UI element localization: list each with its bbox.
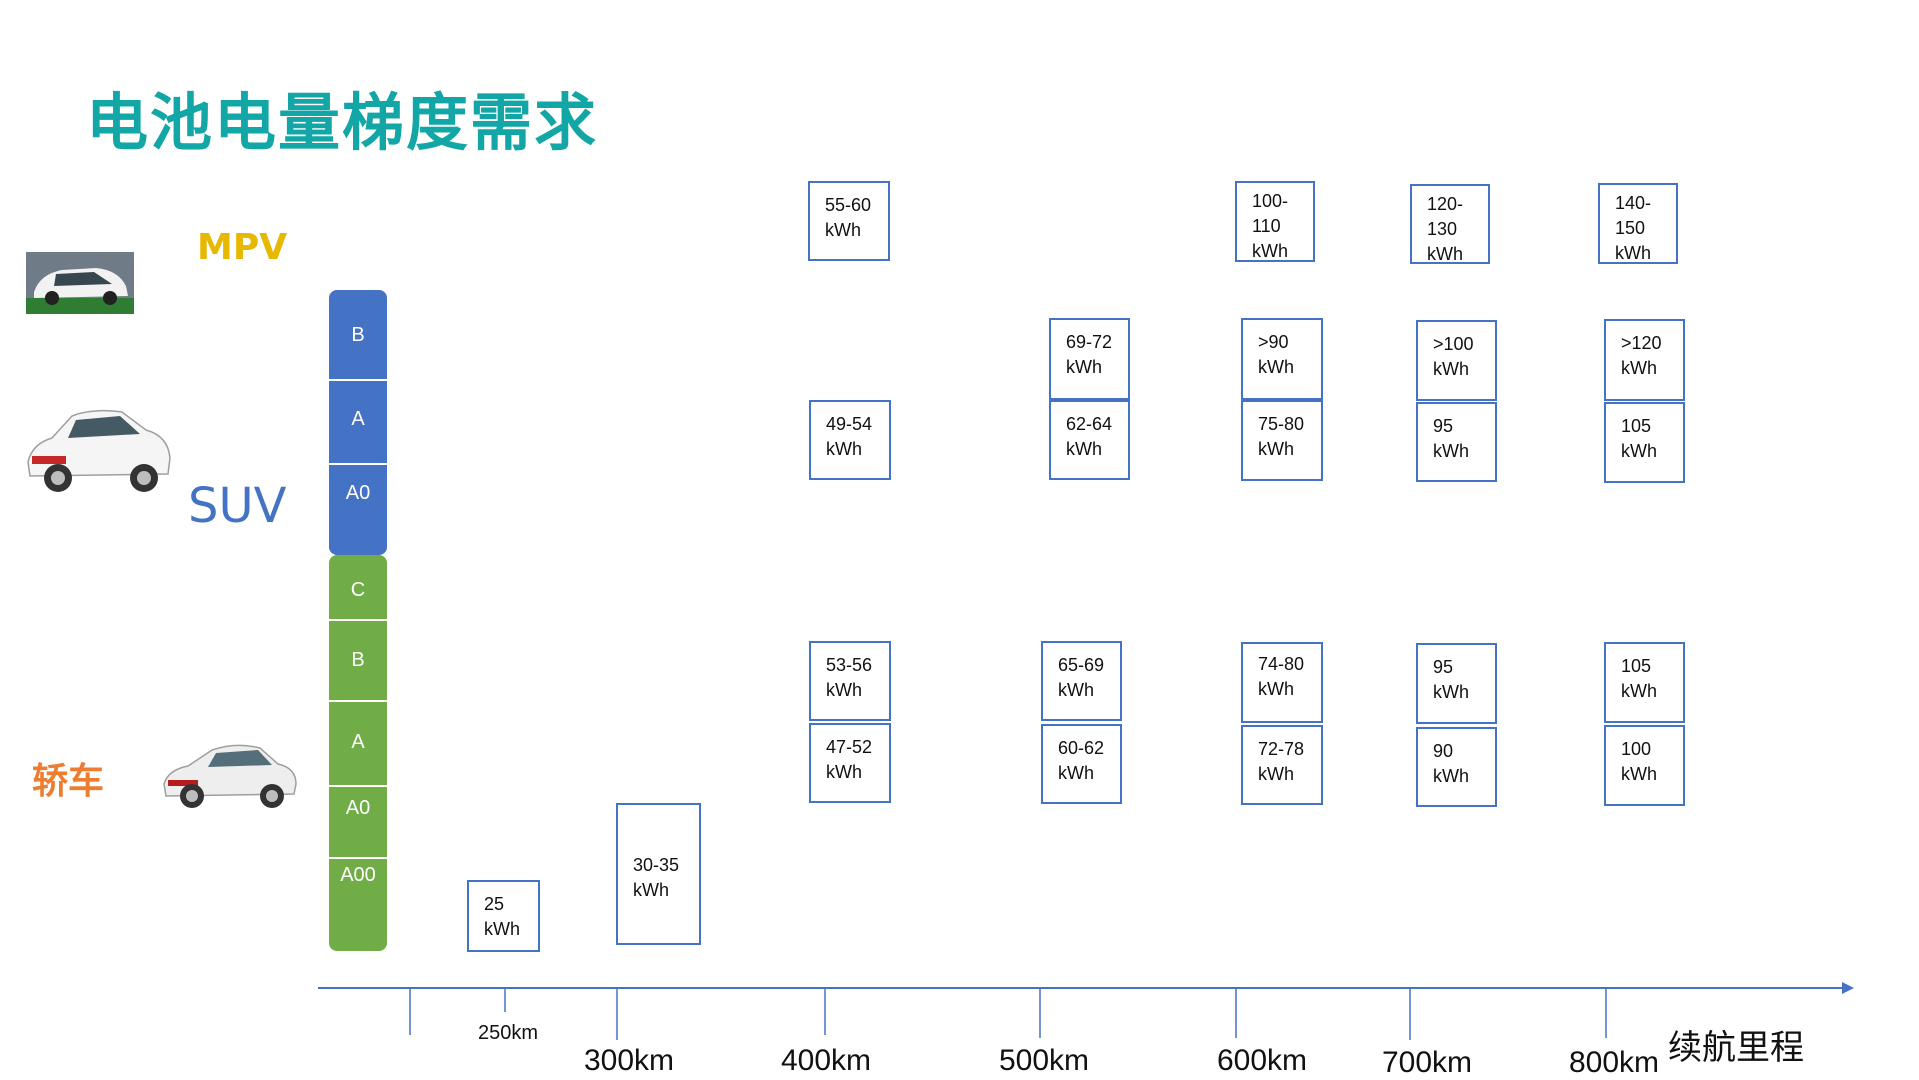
sedan-800km-capacity-box-lower: 100 kWh bbox=[1604, 725, 1685, 806]
sedan-segment-b: B bbox=[351, 649, 365, 671]
mpv-400km-capacity-box: 55-60 kWh bbox=[808, 181, 890, 261]
suv-800km-capacity-box-upper: >120 kWh bbox=[1604, 319, 1685, 401]
sedan-700km-capacity-box-lower: 90 kWh bbox=[1416, 727, 1497, 807]
sedan-600km-capacity-box-lower: 72-78 kWh bbox=[1241, 725, 1323, 805]
sedan-600km-capacity-box-upper: 74-80 kWh bbox=[1241, 642, 1323, 723]
segment-divider bbox=[329, 857, 387, 859]
sedan-700km-capacity-box-upper: 95 kWh bbox=[1416, 643, 1497, 724]
axis-ticks bbox=[409, 988, 1607, 1040]
suv-label: SUV bbox=[188, 478, 287, 534]
axis-tick-700km: 700km bbox=[1382, 1046, 1473, 1079]
suv-car-image bbox=[27, 409, 171, 492]
axis-arrowhead bbox=[1842, 982, 1854, 994]
mpv-700km-capacity-box: 120- 130 kWh bbox=[1410, 184, 1490, 264]
axis-tick-300km: 300km bbox=[584, 1044, 675, 1077]
sedan-400km-capacity-box-upper: 53-56 kWh bbox=[809, 641, 891, 721]
sedan-800km-capacity-box-upper: 105 kWh bbox=[1604, 642, 1685, 723]
segment-divider bbox=[329, 619, 387, 621]
suv-500km-capacity-box-upper: 69-72 kWh bbox=[1049, 318, 1130, 400]
sedan-400km-capacity-box-lower: 47-52 kWh bbox=[809, 723, 891, 803]
sedan-segment-bar bbox=[329, 555, 387, 951]
segment-divider bbox=[329, 463, 387, 465]
segment-divider bbox=[329, 785, 387, 787]
segment-divider bbox=[329, 700, 387, 702]
suv-segment-bar bbox=[329, 290, 387, 555]
axis-tick-500km: 500km bbox=[999, 1044, 1090, 1077]
mpv-label: MPV bbox=[197, 227, 288, 268]
sedan-car-image bbox=[163, 744, 297, 808]
segment-divider bbox=[329, 379, 387, 381]
page-title: 电池电量梯度需求 bbox=[86, 86, 599, 159]
axis-tick-600km: 600km bbox=[1217, 1044, 1308, 1077]
suv-segment-b: B bbox=[351, 324, 365, 346]
sedan-segment-a: A bbox=[351, 731, 365, 753]
axis-tick-250km: 250km bbox=[478, 1022, 539, 1044]
suv-700km-capacity-box-upper: >100 kWh bbox=[1416, 320, 1497, 401]
suv-segment-a0: A0 bbox=[345, 482, 371, 504]
mpv-600km-capacity-box: 100- 110 kWh bbox=[1235, 181, 1315, 262]
suv-500km-capacity-box-lower: 62-64 kWh bbox=[1049, 400, 1130, 480]
sedan-500km-capacity-box-lower: 60-62 kWh bbox=[1041, 724, 1122, 804]
axis-tick-800km: 800km bbox=[1569, 1046, 1660, 1079]
suv-700km-capacity-box-lower: 95 kWh bbox=[1416, 402, 1497, 482]
axis-tick-400km: 400km bbox=[781, 1044, 872, 1077]
suv-600km-capacity-box-upper: >90 kWh bbox=[1241, 318, 1323, 400]
mpv-800km-capacity-box: 140- 150 kWh bbox=[1598, 183, 1678, 264]
sedan-segment-a0: A0 bbox=[345, 797, 371, 819]
sedan-segment-a00: A00 bbox=[340, 864, 376, 886]
suv-400km-capacity-box: 49-54 kWh bbox=[809, 400, 891, 480]
sedan-250km-capacity-box: 25 kWh bbox=[467, 880, 540, 952]
suv-600km-capacity-box-lower: 75-80 kWh bbox=[1241, 400, 1323, 481]
sedan-label: 轿车 bbox=[32, 761, 105, 802]
suv-800km-capacity-box-lower: 105 kWh bbox=[1604, 402, 1685, 483]
sedan-500km-capacity-box-upper: 65-69 kWh bbox=[1041, 641, 1122, 721]
suv-segment-a: A bbox=[351, 408, 365, 430]
axis-title: 续航里程 bbox=[1668, 1028, 1804, 1068]
sedan-300km-capacity-box: 30-35 kWh bbox=[616, 803, 701, 945]
mpv-car-image bbox=[26, 252, 134, 314]
sedan-segment-c: C bbox=[350, 579, 366, 601]
